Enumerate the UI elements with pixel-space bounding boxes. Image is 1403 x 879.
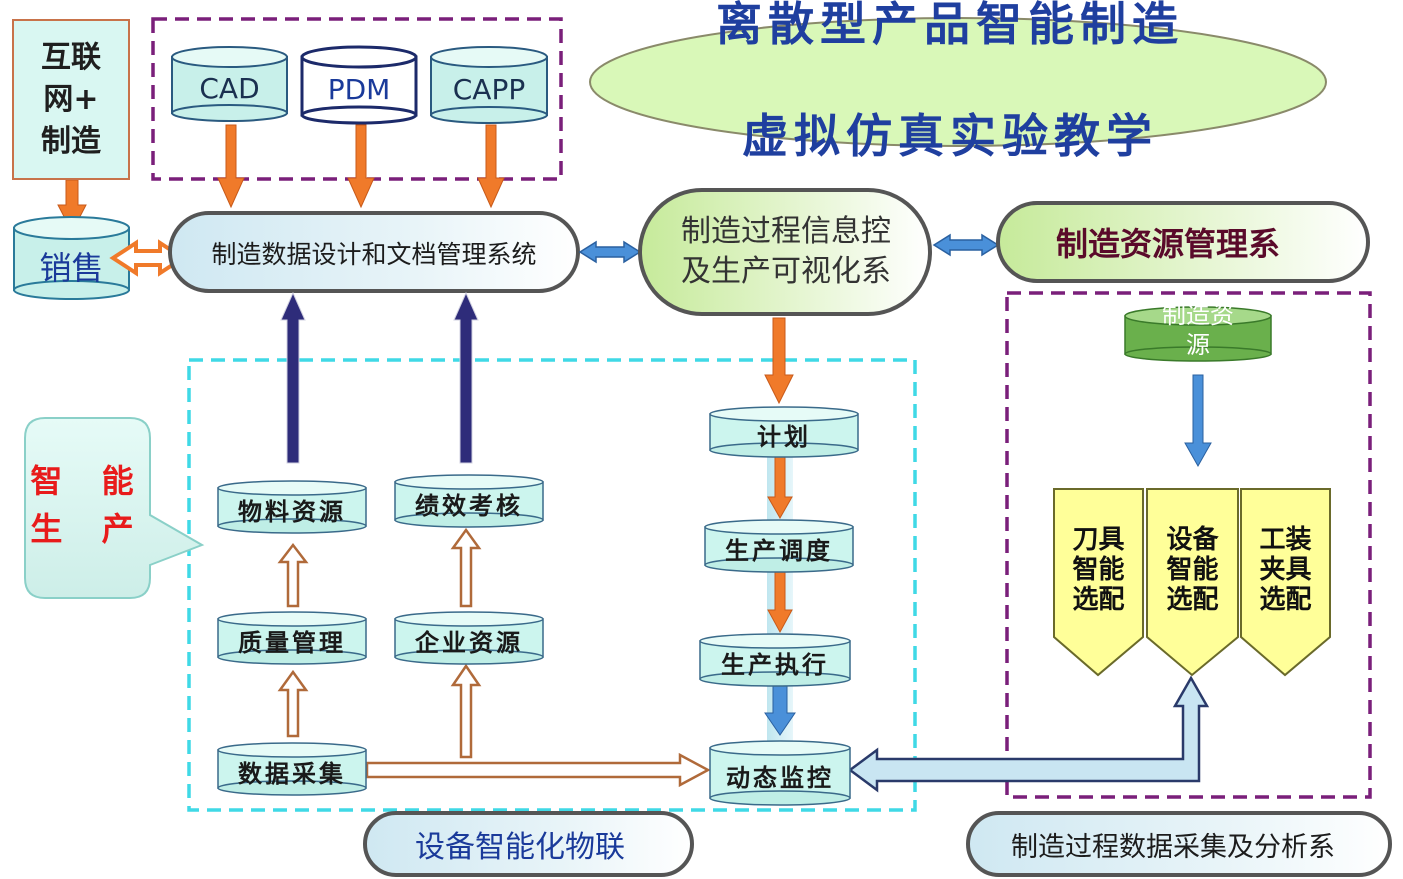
iot-pill (363, 811, 694, 877)
internet-plus-box: 互联 网+ 制造 (12, 19, 130, 180)
process-control-pill (638, 188, 932, 316)
design-system-pill (168, 211, 580, 293)
execution-label: 生产执行 (721, 649, 829, 679)
resource-mgmt-pill (996, 201, 1370, 283)
navy-up-arrows (280, 291, 479, 464)
right-flow-arrows (767, 454, 793, 634)
capp-cylinder (430, 46, 548, 124)
collection-pill (966, 811, 1392, 877)
execution-cylinder (699, 633, 851, 687)
quality-mgmt-cylinder (217, 611, 367, 665)
system-process-double-arrow (578, 240, 642, 264)
data-collection-label: 数据采集 (238, 758, 346, 788)
enterprise-resource-label: 企业资源 (415, 627, 523, 657)
data-collection-cylinder (217, 742, 367, 796)
plan-label: 计划 (757, 421, 811, 451)
performance-label: 绩效考核 (415, 490, 523, 520)
dynamic-monitor-cylinder (709, 740, 851, 806)
cad-to-system-arrows (57, 124, 505, 234)
sales-label: 销售 (39, 249, 104, 287)
title-ellipse (589, 17, 1327, 147)
enterprise-resource-cylinder (394, 611, 544, 665)
material-resource-cylinder (217, 480, 367, 534)
smart-production-label: 智 能 生 产 (30, 462, 148, 548)
fixture-selection-label: 工装 夹具 选配 (1259, 525, 1312, 615)
resource-down-arrow (1184, 374, 1212, 468)
cad-label: CAD (199, 71, 260, 105)
collection-label: 制造过程数据采集及分析系 (1011, 831, 1335, 863)
schedule-label: 生产调度 (725, 535, 833, 565)
flow-cylinders (217, 406, 859, 806)
monitor-feedback-arrow (847, 675, 1210, 793)
capp-label: CAPP (452, 72, 526, 106)
title-line-1: 离散型产品智能制造 (716, 0, 1184, 51)
performance-cylinder (394, 474, 544, 528)
pdm-label: PDM (327, 72, 391, 106)
resource-cylinder (1124, 306, 1272, 362)
pdm-cylinder (300, 45, 418, 125)
schedule-cylinder (704, 519, 854, 573)
title-line-2: 虚拟仿真实验教学 (742, 109, 1158, 163)
resource-frame (1005, 291, 1372, 799)
dynamic-monitor-label: 动态监控 (726, 762, 834, 792)
tool-chevrons (1053, 488, 1331, 677)
process-control-label: 制造过程信息控 及生产可视化系 (681, 214, 891, 289)
page-title: 离散型产品智能制造 虚拟仿真实验教学 (640, 0, 1260, 163)
material-resource-label: 物料资源 (238, 496, 346, 526)
iot-frame (187, 358, 917, 812)
sales-cylinder (13, 216, 130, 300)
plan-cylinder (709, 406, 859, 458)
quality-mgmt-label: 质量管理 (238, 627, 346, 657)
equipment-selection-label: 设备 智能 选配 (1166, 525, 1219, 615)
hollow-up-arrows (277, 527, 711, 788)
resource-cylinder-label: 制造资 源 (1162, 301, 1234, 359)
execute-to-monitor-arrow (764, 681, 796, 736)
resource-mgmt-label: 制造资源管理系 (1055, 225, 1280, 263)
cad-cylinder (171, 46, 288, 122)
smart-production-bubble (24, 417, 205, 599)
design-system-label: 制造数据设计和文档管理系统 (211, 240, 537, 269)
iot-label: 设备智能化物联 (415, 830, 625, 865)
tool-selection-label: 刀具 智能 选配 (1072, 525, 1125, 615)
process-resource-double-arrow (932, 233, 1000, 257)
process-to-plan-arrow (764, 317, 794, 405)
